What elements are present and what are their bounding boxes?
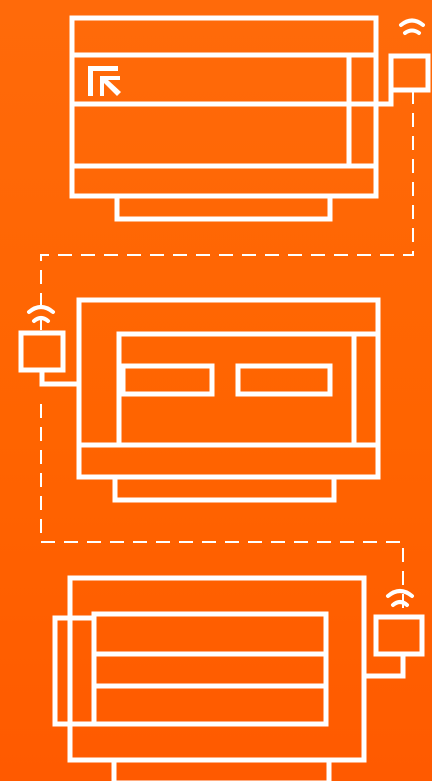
printer-bottom-network-module — [376, 617, 422, 654]
wifi-icon — [401, 21, 423, 34]
connection-line-2 — [41, 404, 403, 617]
printer-top-stand — [117, 196, 330, 219]
printer-top-cable — [349, 90, 391, 104]
printer-middle-stand — [115, 477, 334, 500]
printer-top-body — [72, 18, 376, 196]
wifi-icon — [388, 591, 412, 605]
logo-icon — [88, 66, 121, 96]
printer-bottom-paper-area — [94, 614, 326, 724]
printer-bottom — [55, 578, 422, 781]
printer-middle — [21, 300, 378, 500]
wifi-icon — [29, 307, 53, 321]
printer-bottom-side-tray — [55, 618, 94, 724]
printer-bottom-stand — [114, 760, 329, 781]
printer-middle-slot-right — [238, 366, 330, 394]
printer-bottom-body — [70, 578, 364, 760]
printer-top-network-module — [391, 56, 428, 90]
printer-bottom-cable — [364, 654, 403, 676]
printer-top — [72, 18, 428, 219]
connection-line-1 — [41, 90, 413, 333]
printer-middle-slot-left — [123, 366, 212, 394]
printer-middle-network-module — [21, 333, 63, 370]
